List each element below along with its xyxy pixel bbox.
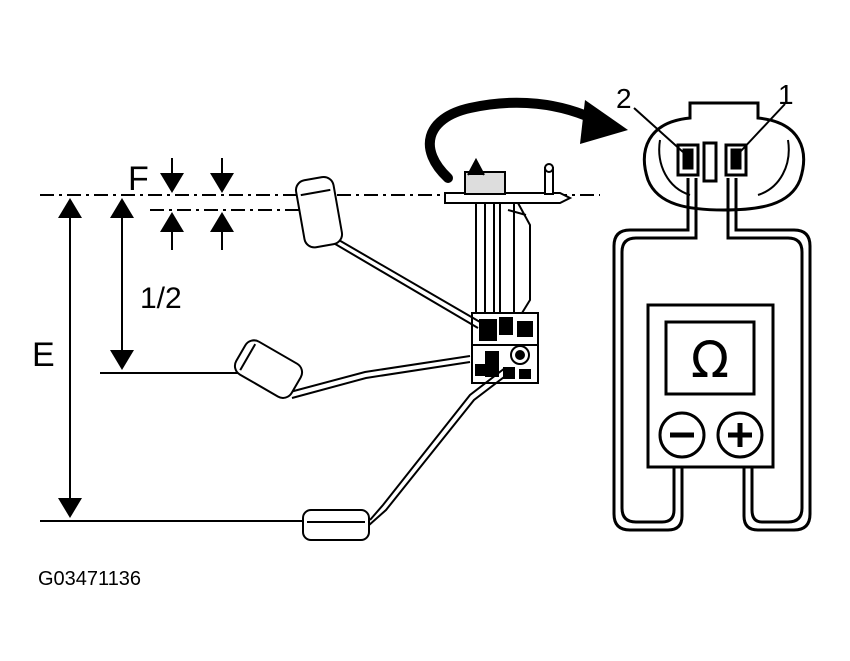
label-f: F — [128, 160, 149, 198]
connector — [643, 101, 805, 212]
pin-leaders — [633, 103, 786, 153]
float-half — [233, 339, 304, 399]
fuel-sender-unit — [444, 157, 573, 384]
ohm-symbol: Ω — [691, 331, 729, 389]
dimension-arrows — [58, 158, 234, 518]
floats — [233, 175, 370, 541]
figure-code: G03471136 — [38, 568, 141, 590]
label-pin-1: 1 — [778, 79, 794, 110]
float-full — [294, 175, 344, 249]
test-leads — [612, 178, 812, 532]
float-empty — [302, 509, 370, 541]
label-e: E — [32, 336, 55, 374]
label-pin-2: 2 — [616, 83, 632, 114]
curved-arrow — [424, 97, 628, 183]
label-half: 1/2 — [140, 282, 182, 315]
ohmmeter — [646, 303, 775, 469]
float-arms — [289, 231, 509, 527]
